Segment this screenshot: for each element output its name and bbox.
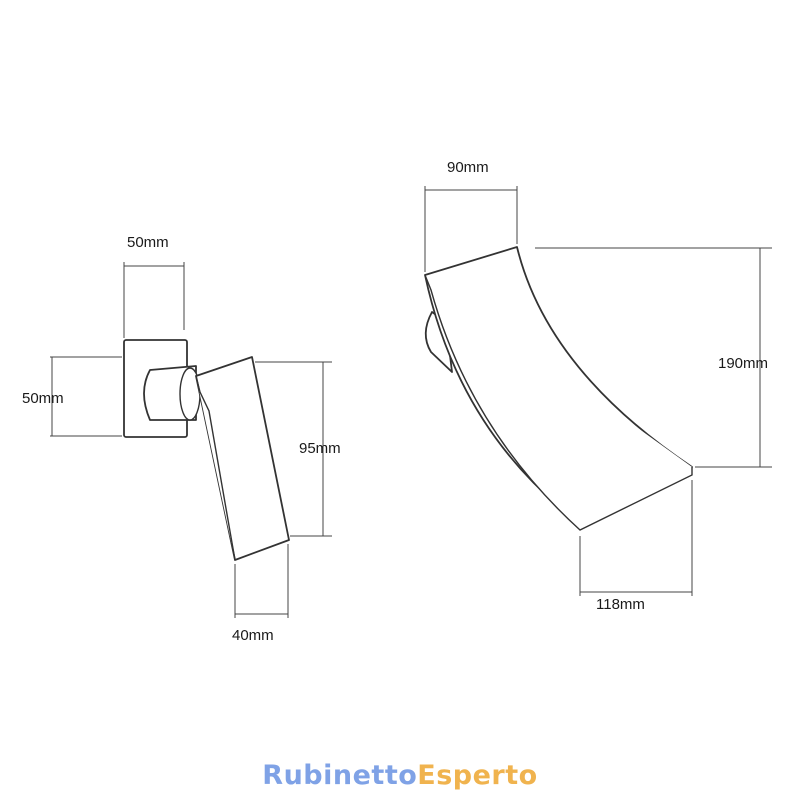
- spout-underside-edge: [424, 274, 693, 531]
- dim-label-handle-bottom: 40mm: [232, 627, 274, 644]
- dim-spout-height: 190mm: [535, 247, 772, 468]
- dim-label-handle-height: 95mm: [299, 440, 341, 457]
- dim-plate-height: 50mm: [22, 356, 122, 437]
- brand-logo-part2: Esperto: [417, 760, 538, 791]
- dim-handle-height: 95mm: [255, 361, 341, 537]
- dim-label-spout-bottom: 118mm: [596, 596, 645, 613]
- mixer-handle-face: [195, 375, 236, 561]
- dim-spout-top: 90mm: [424, 159, 518, 272]
- mixer-handle: [195, 356, 290, 561]
- dim-label-spout-height: 190mm: [718, 355, 768, 372]
- brand-logo-part1: Rubinetto: [262, 760, 418, 791]
- mixer-drawing: [123, 339, 290, 561]
- dim-handle-bottom: 40mm: [232, 544, 289, 644]
- spout-drawing: [424, 246, 693, 531]
- dim-label-plate-height: 50mm: [22, 390, 64, 407]
- dim-plate-width: 50mm: [123, 234, 185, 338]
- dim-label-plate-width: 50mm: [127, 234, 169, 251]
- brand-logo: RubinettoEsperto: [0, 760, 800, 791]
- dim-label-spout-top: 90mm: [447, 159, 489, 176]
- dim-spout-bottom: 118mm: [579, 480, 693, 613]
